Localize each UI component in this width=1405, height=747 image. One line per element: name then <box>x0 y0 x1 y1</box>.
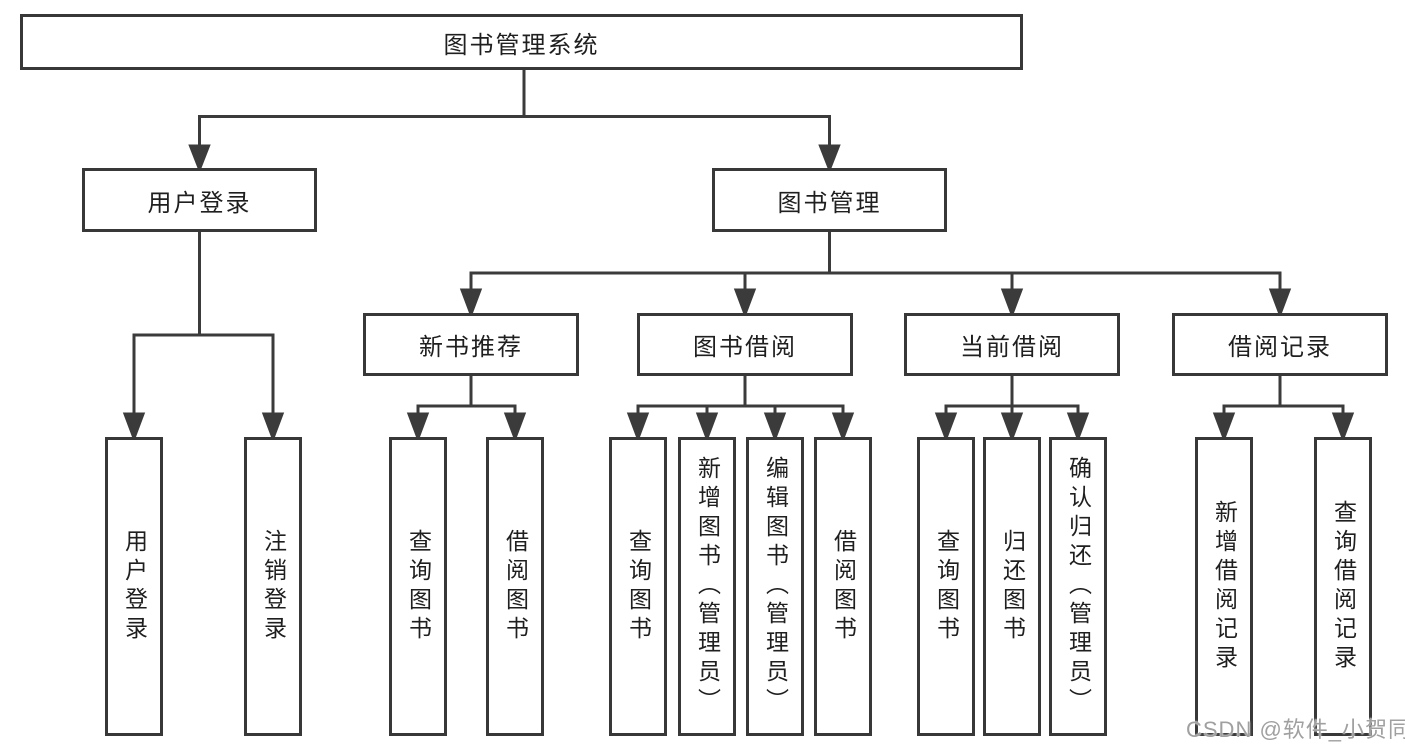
node-leaf-query-borrow-record: 查询借阅记录 <box>1314 437 1372 736</box>
node-leaf-query-books-current: 查询图书 <box>917 437 975 736</box>
node-leaf-query-books-recommend: 查询图书 <box>389 437 447 736</box>
node-leaf-logout: 注销登录 <box>244 437 302 736</box>
node-new-book-recommend: 新书推荐 <box>363 313 579 376</box>
node-leaf-borrow-books: 借阅图书 <box>814 437 872 736</box>
node-leaf-return-book: 归还图书 <box>983 437 1041 736</box>
node-root: 图书管理系统 <box>20 14 1023 70</box>
node-book-borrow: 图书借阅 <box>637 313 853 376</box>
node-leaf-borrow-books-recommend: 借阅图书 <box>486 437 544 736</box>
node-current-borrow: 当前借阅 <box>904 313 1120 376</box>
node-leaf-edit-book-admin: 编辑图书（管理员） <box>746 437 804 736</box>
node-leaf-query-books-borrow: 查询图书 <box>609 437 667 736</box>
node-user-login: 用户登录 <box>82 168 317 232</box>
node-leaf-confirm-return-admin: 确认归还（管理员） <box>1049 437 1107 736</box>
node-leaf-user-login: 用户登录 <box>105 437 163 736</box>
node-leaf-add-book-admin: 新增图书（管理员） <box>678 437 736 736</box>
node-book-management: 图书管理 <box>712 168 947 232</box>
node-leaf-add-borrow-record: 新增借阅记录 <box>1195 437 1253 736</box>
node-borrow-records: 借阅记录 <box>1172 313 1388 376</box>
csdn-watermark: CSDN @软件_小贺同学 <box>1186 717 1405 742</box>
